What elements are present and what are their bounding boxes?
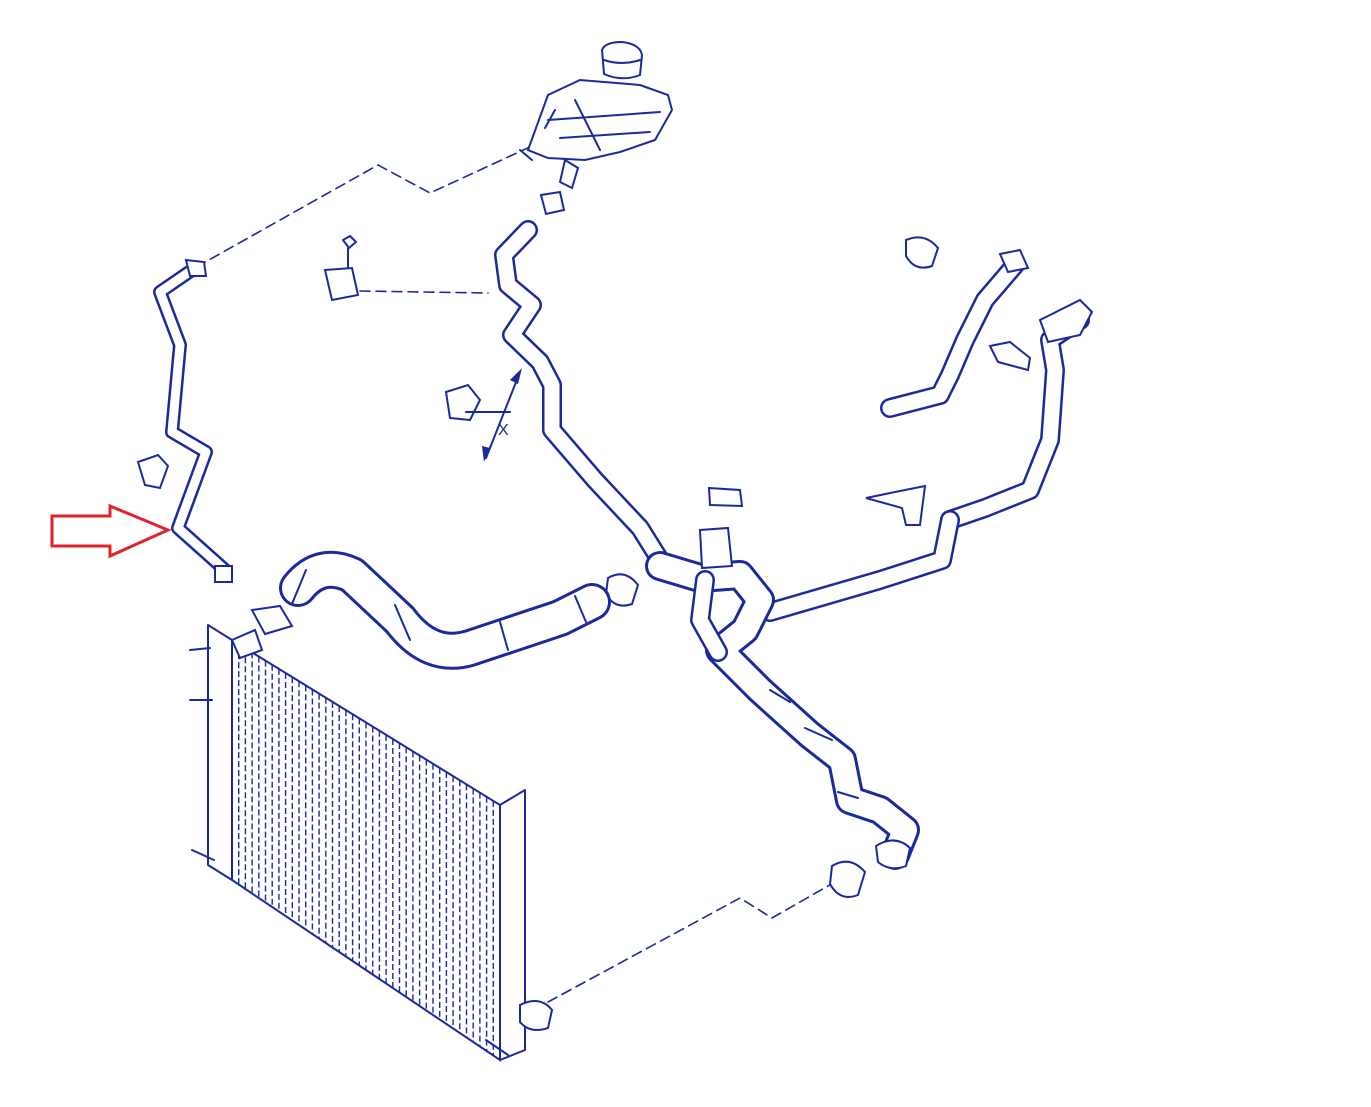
tank-outlet [558,158,580,190]
clip-radiator-top [250,604,294,636]
tank-cap [600,40,644,80]
x-dimension: X [465,368,522,462]
leader-expansion-tank [199,139,546,266]
quick-connector-right [1038,298,1094,344]
radiator-inlet [230,628,264,660]
clamp-tank-hose [539,190,566,216]
clip-left [136,453,170,490]
leader-lines [199,139,836,1003]
bracket-right [865,484,927,526]
radiator-outlet [519,1000,554,1031]
upper-hose[interactable] [494,220,670,570]
connector-upper-right [998,248,1030,274]
lower-hose-end [874,839,912,870]
clamp-bottom [828,860,867,898]
x-dimension-label: X [498,422,509,439]
radiator-top-hose[interactable] [279,550,611,670]
clamp-middle [707,486,744,508]
pointer-arrow-icon [50,503,172,559]
clip-x-dimension [444,383,482,422]
right-hose-network[interactable] [760,248,1094,622]
radiator[interactable] [189,624,554,1062]
leader-radiator-outlet [547,881,836,1003]
lower-hose[interactable] [645,526,920,870]
clamp-upper-right [905,236,940,269]
expansion-tank[interactable] [519,40,674,190]
bleed-hose-fitting-top [184,258,208,277]
junction-housing [698,526,734,570]
leader-bracket [359,290,489,294]
bracket-upper [323,266,360,302]
bleed-hose[interactable] [153,258,233,583]
clips[interactable] [136,190,1032,898]
bracket-small [988,340,1032,372]
radiator-fins [237,644,494,1056]
bolt-icon [342,235,357,269]
bleed-hose-fitting-bottom [214,565,233,583]
